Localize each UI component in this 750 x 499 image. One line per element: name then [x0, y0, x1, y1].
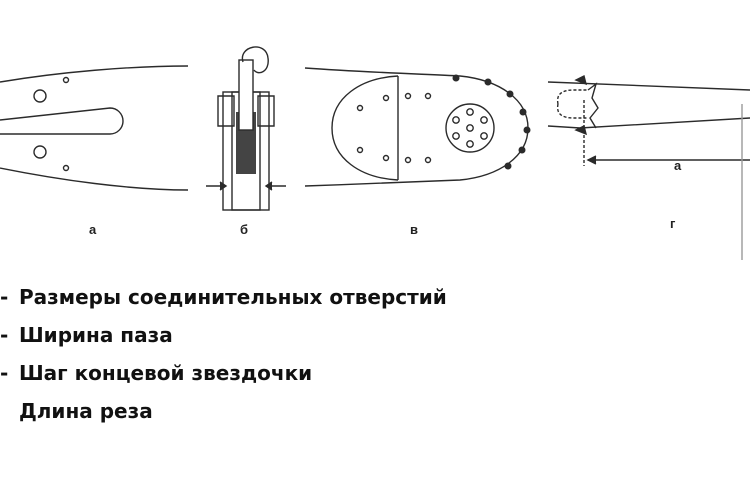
dimension-a-label: а — [674, 158, 682, 173]
guide-bar-diagram: а б в г а — [0, 46, 750, 260]
legend-marker: - — [0, 323, 9, 347]
figure-v-label: в — [410, 222, 418, 237]
legend-text: Размеры соединительных отверстий — [18, 285, 447, 309]
figure-g-cutting-length — [547, 74, 750, 260]
legend-marker: - — [0, 285, 9, 309]
figure-a-label: а — [89, 222, 97, 237]
legend-text: Длина реза — [18, 399, 153, 423]
legend-marker: - — [0, 361, 9, 385]
figure-a-bar-mount — [0, 65, 189, 191]
legend-item: Длина реза — [0, 394, 447, 432]
legend-list: - Размеры соединительных отверстий - Шир… — [0, 280, 447, 432]
legend-text: Шаг концевой звездочки — [18, 361, 313, 385]
legend-item: - Шаг концевой звездочки — [0, 356, 447, 394]
legend-item: - Размеры соединительных отверстий — [0, 280, 447, 318]
legend-text: Ширина паза — [18, 323, 173, 347]
figure-b-groove-section — [206, 46, 286, 211]
legend-item: - Ширина паза — [0, 318, 447, 356]
figure-v-sprocket-nose — [304, 67, 531, 187]
figure-b-label: б — [240, 222, 248, 237]
figure-g-label: г — [670, 216, 676, 231]
